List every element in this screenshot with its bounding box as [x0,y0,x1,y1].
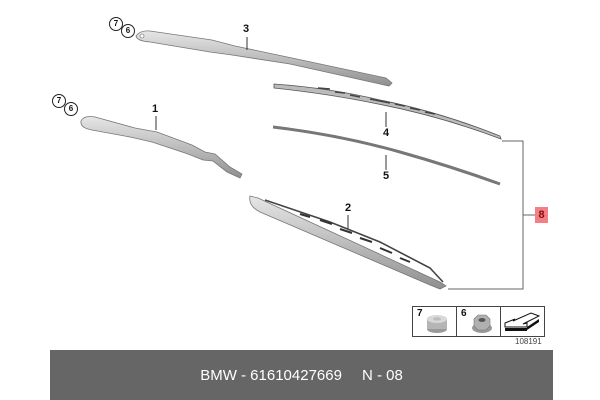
wiper-arm-1 [80,116,243,179]
legend-item-cap: 7 [413,307,457,336]
callout-bracket-8 [448,140,535,290]
callout-5[interactable]: 5 [383,170,390,182]
callout-2[interactable]: 2 [345,202,352,214]
legend-item-nut: 6 [457,307,501,336]
legend-label-7: 7 [417,308,423,319]
callout-circle-7-arm3[interactable]: 7 [109,17,123,31]
cap-icon [427,315,447,333]
callout-1[interactable]: 1 [152,103,159,115]
diagram-reference-number: 108191 [515,337,542,346]
wiper-arm-3 [135,30,393,87]
diagram-drawing [80,30,535,290]
callout-4[interactable]: 4 [383,127,390,139]
hardware-legend: 7 6 [412,306,545,337]
wiper-blade-frame-4 [273,83,502,140]
part-number-banner: BMW - 61610427669 N - 08 [50,350,553,400]
part-number-text: BMW - 61610427669 [200,366,342,384]
arrow-icon [504,312,541,331]
wiper-rubber-5 [272,125,501,186]
position-text: N - 08 [361,366,403,384]
legend-label-6: 6 [461,308,467,319]
legend-item-arrow [501,307,544,336]
wiper-blade-assembly-2 [249,195,447,290]
nut-icon [472,314,492,333]
callout-3[interactable]: 3 [243,23,250,35]
callout-circle-6-arm1[interactable]: 6 [64,102,78,116]
parts-diagram: 7 6 7 6 3 1 4 5 2 8 7 6 [52,17,548,346]
callout-circle-7-arm1[interactable]: 7 [52,94,66,108]
callout-circle-6-arm3[interactable]: 6 [121,24,135,38]
callout-8-highlighted[interactable]: 8 [535,207,548,223]
